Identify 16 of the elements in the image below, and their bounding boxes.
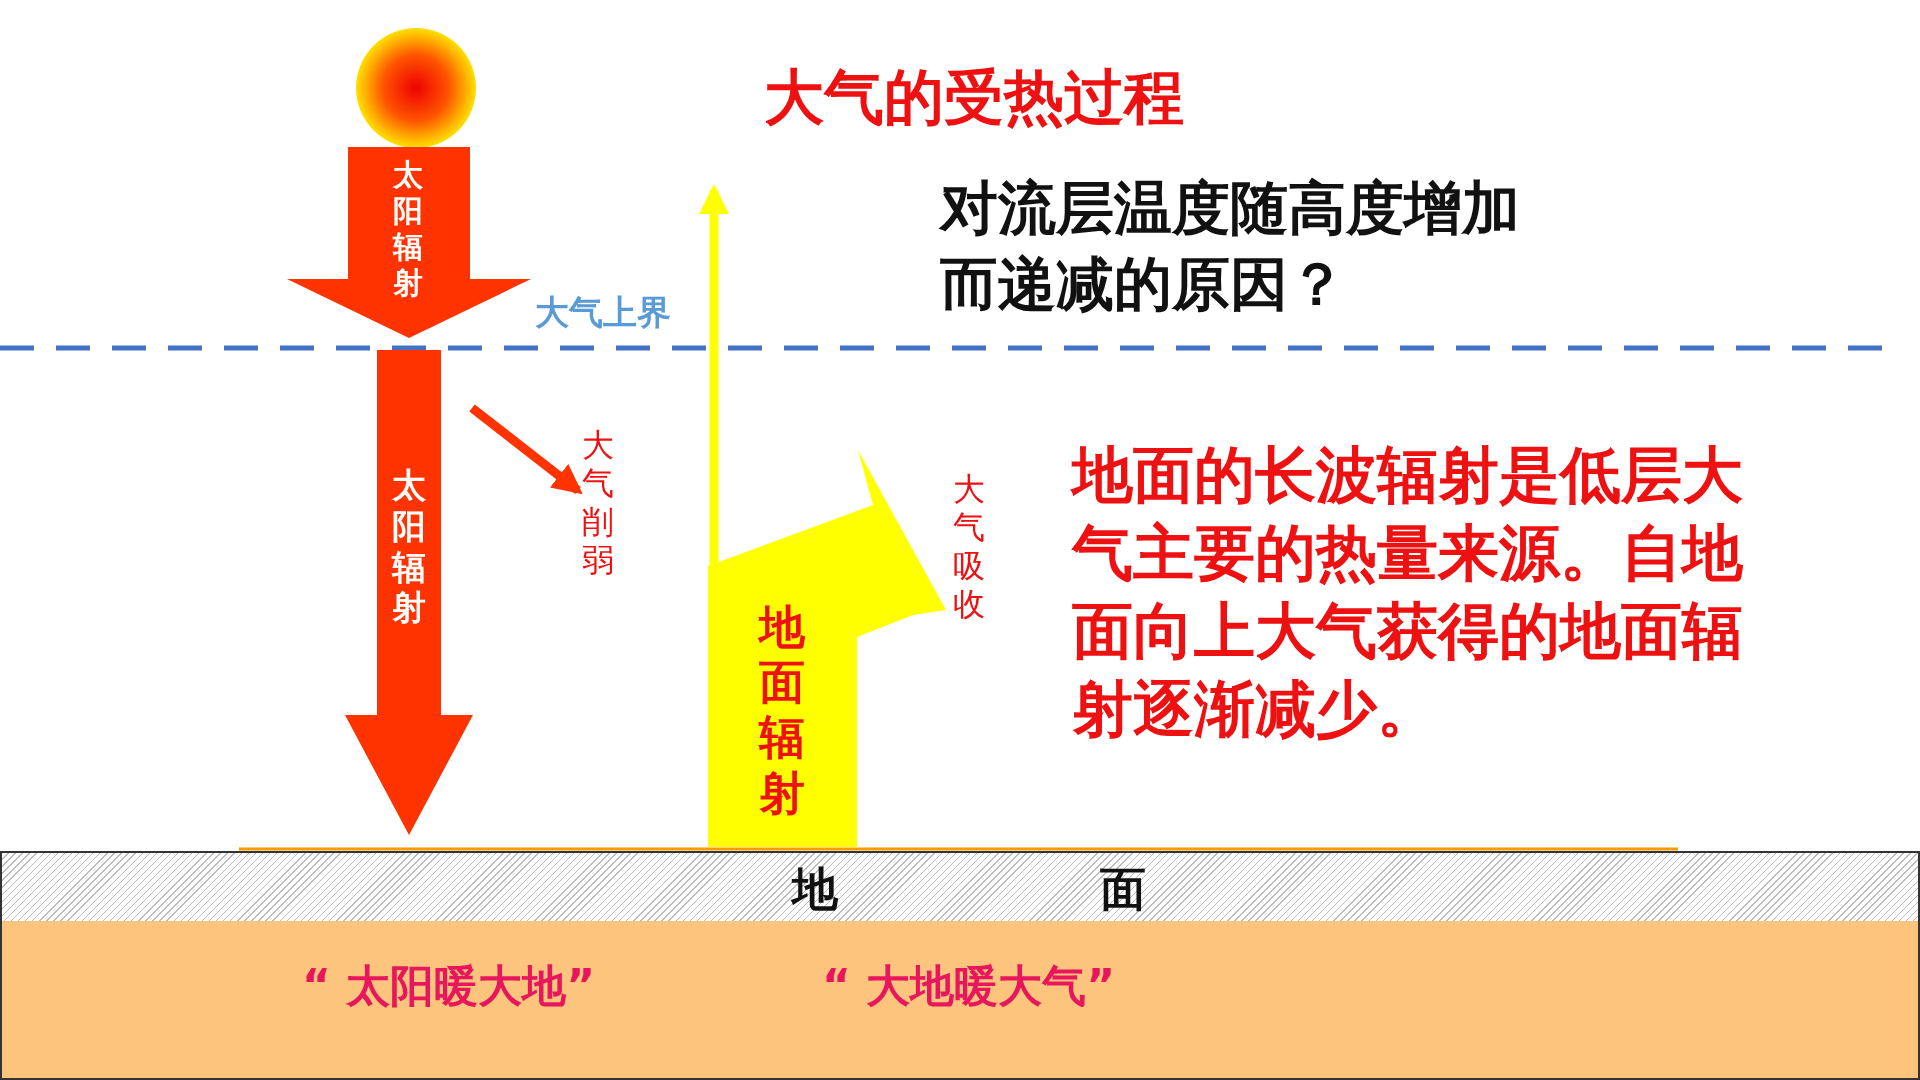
question-text: 对流层温度随高度增加而递减的原因？ (940, 173, 1521, 320)
block-arrow (345, 350, 473, 835)
arrow (699, 184, 729, 566)
quote-text: “ 大地暖大气” (822, 959, 1116, 1013)
arrow-label: 地面辐射 (759, 600, 805, 821)
arrow-label: 太阳辐射 (393, 157, 423, 301)
annotation-text: 大气削弱 (578, 426, 618, 580)
explanation-text: 地面的长波辐射是低层大气主要的热量来源。自地面向上大气获得的地面辐射逐渐减少。 (1072, 438, 1745, 746)
ground-label: 地面 (792, 861, 1408, 918)
diagram-title: 大气的受热过程 (763, 61, 1185, 134)
boundary-label: 大气上界 (535, 291, 671, 334)
quote-text: “ 太阳暖大地” (302, 959, 596, 1013)
soil-band (0, 921, 1920, 1080)
edge-label: 太阳辐射 (392, 465, 426, 629)
ground-band (0, 851, 1920, 923)
annotation-text: 大气吸收 (952, 470, 986, 624)
